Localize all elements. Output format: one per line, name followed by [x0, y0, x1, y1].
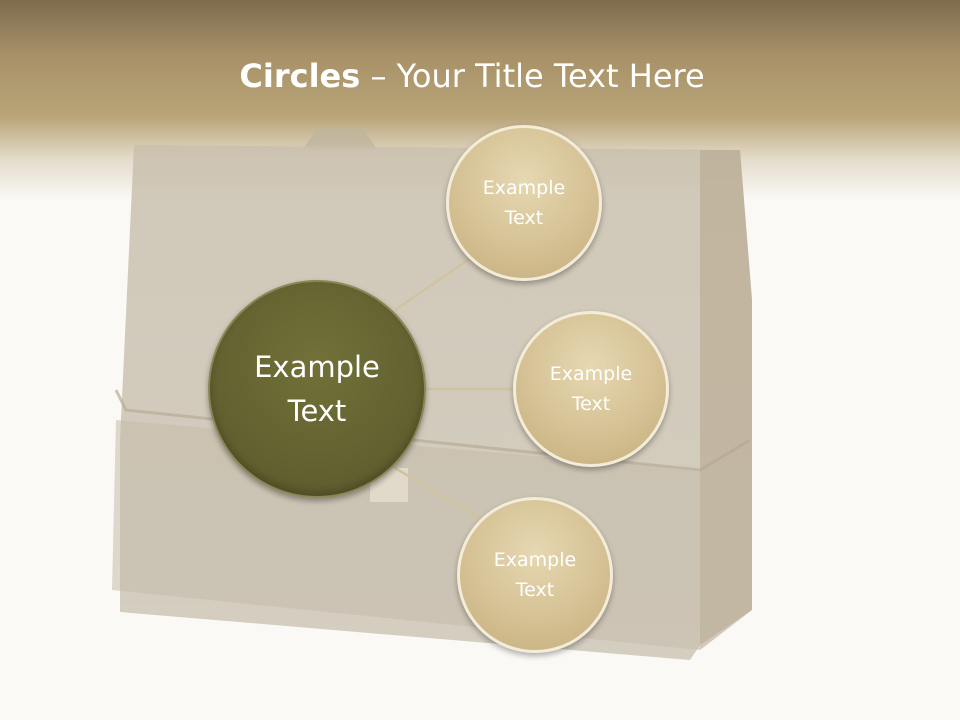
- connector-line-bottom: [394, 466, 484, 522]
- connector-line-top: [394, 254, 475, 312]
- satellite-circle-top: Example Text: [446, 125, 602, 281]
- title-text: – Your Title Text Here: [360, 57, 705, 95]
- center-circle-label: Example Text: [254, 350, 380, 428]
- satellite-circle-label: Example Text: [482, 177, 566, 229]
- satellite-circle-label: Example Text: [549, 363, 633, 415]
- satellite-circle-bottom: Example Text: [457, 497, 613, 653]
- satellite-circle-middle: Example Text: [513, 311, 669, 467]
- slide-title: Circles – Your Title Text Here: [0, 52, 944, 100]
- title-bold-word: Circles: [239, 57, 361, 95]
- center-circle: Example Text: [208, 280, 426, 498]
- satellite-circle-label: Example Text: [493, 549, 577, 601]
